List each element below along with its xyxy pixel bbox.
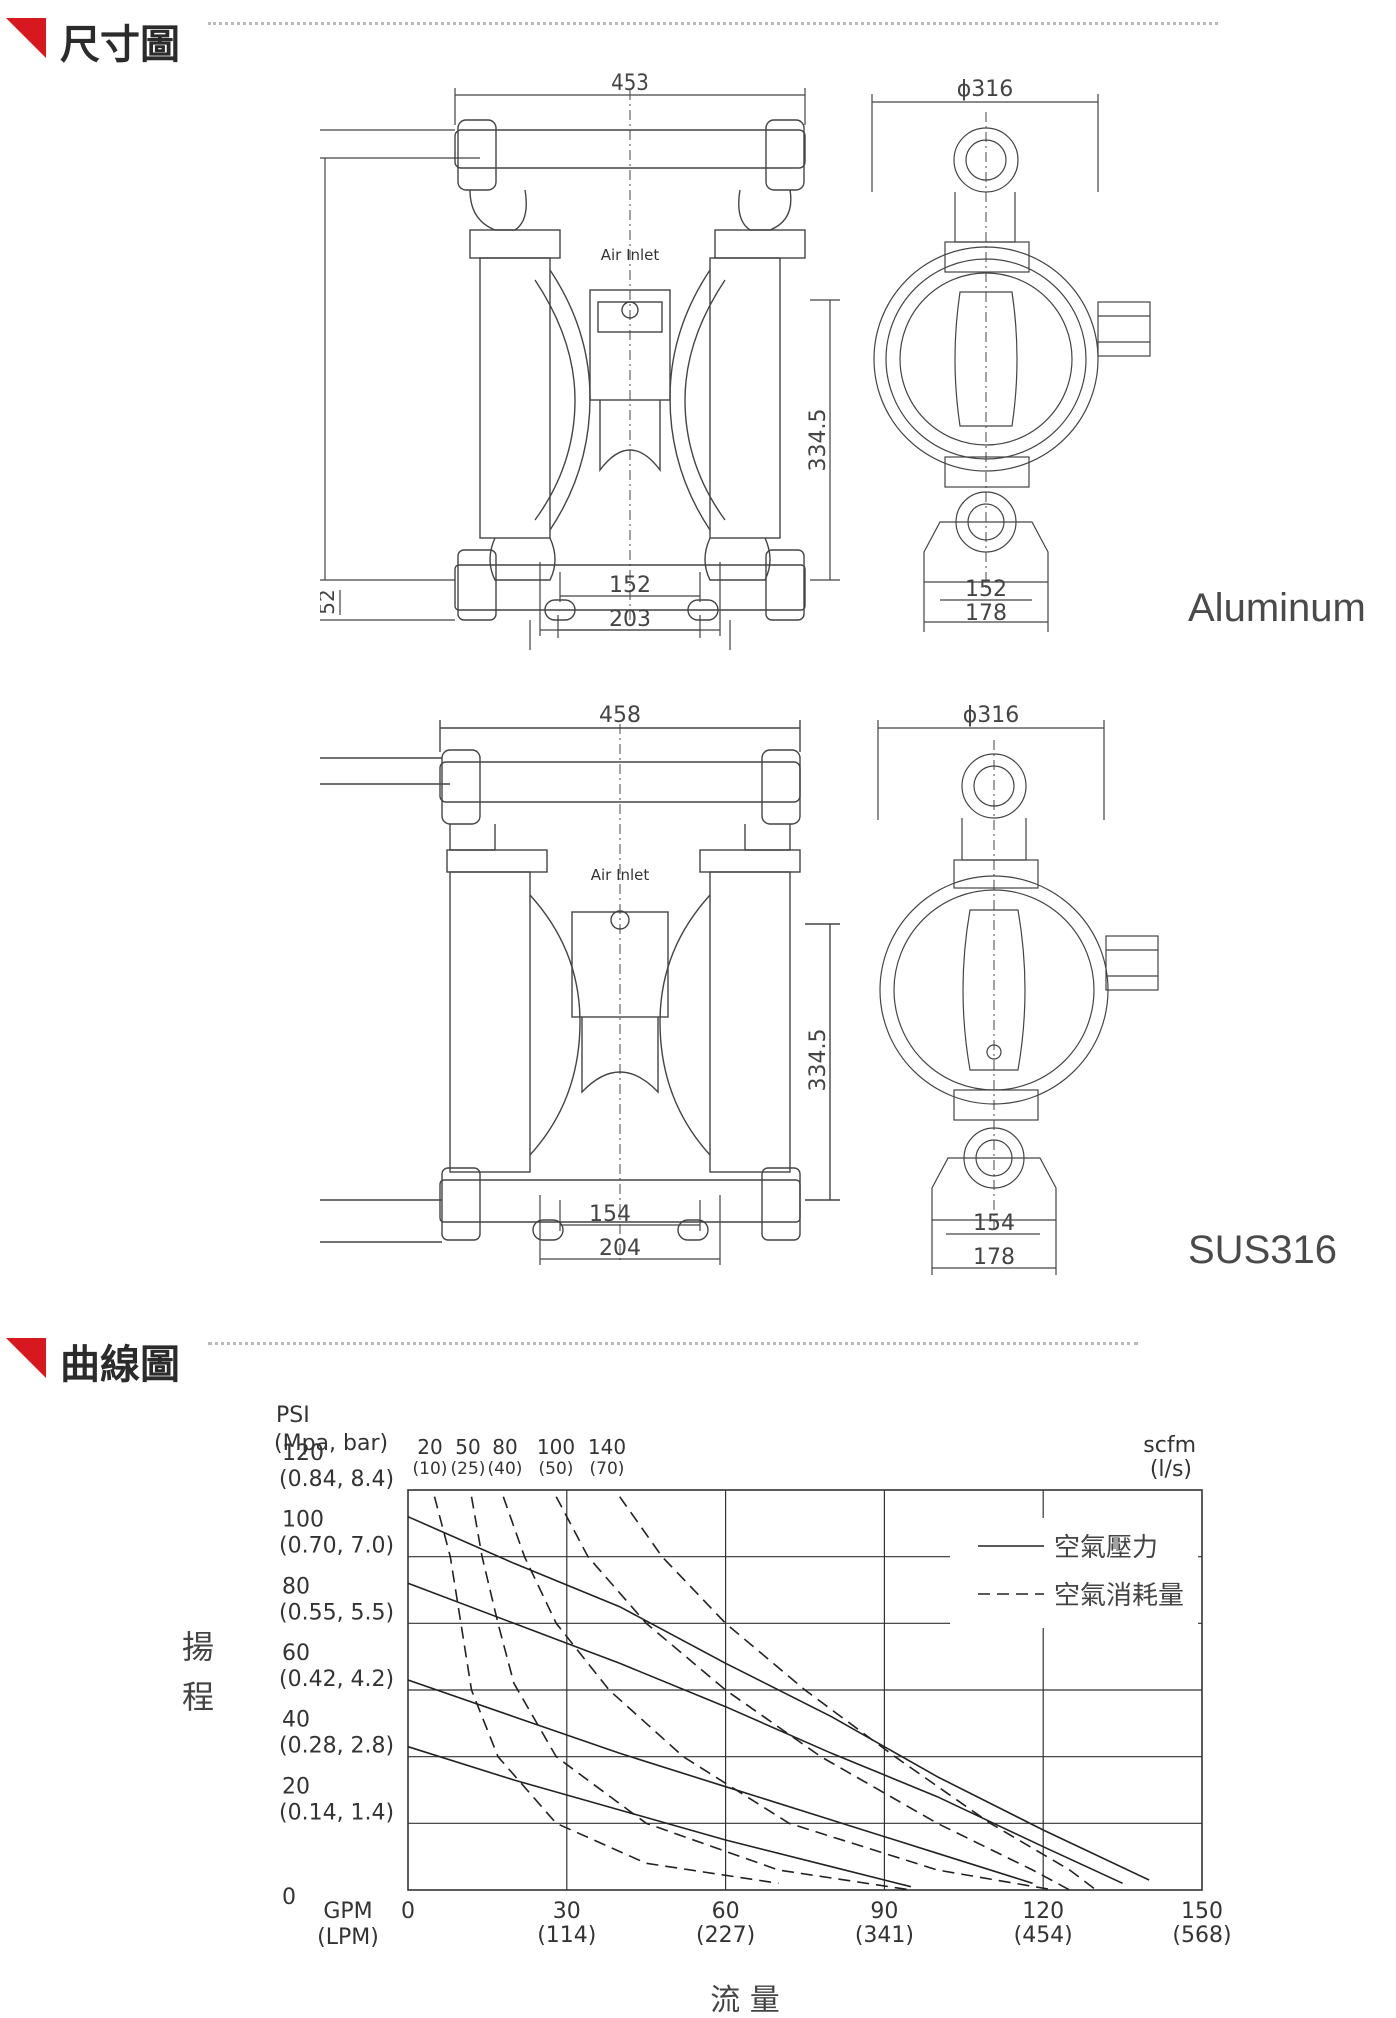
dim-center-height: 334.5 [806, 409, 831, 472]
y-tick-label: 120 [282, 1441, 324, 1466]
y-axis-label-1: 揚 [182, 1628, 214, 1666]
x-tick-label: 90 [870, 1899, 898, 1924]
dimensions-title: 尺寸圖 [60, 22, 180, 68]
aluminum-foot-dims: 152 203 [539, 562, 721, 636]
y-tick-sub: (0.14, 1.4) [279, 1800, 394, 1825]
dim-foot-inner: 154 [589, 1202, 631, 1227]
legend-item: 空氣消耗量 [1054, 1581, 1184, 1611]
chart-series [407, 1496, 1150, 1891]
dim-height-inner: 507 [320, 349, 324, 391]
dim-diameter: ϕ316 [957, 77, 1014, 102]
aluminum-front-view [454, 90, 806, 625]
dim-foot-outer: 203 [609, 607, 651, 632]
right-unit-sub: (l/s) [1150, 1457, 1192, 1482]
legend: 空氣壓力 空氣消耗量 [950, 1518, 1198, 1628]
dimensions-header: 尺寸圖 [0, 8, 1396, 68]
dim-foot-outer: 204 [599, 1236, 641, 1261]
air-consumption-line [555, 1496, 1071, 1891]
y-tick-label: 100 [282, 1508, 324, 1533]
dim-side-foot-outer: 178 [973, 1245, 1015, 1270]
y-tick-label: 20 [282, 1774, 310, 1799]
material-label-sus316: SUS316 [1188, 1228, 1337, 1272]
y-axis-label-2: 程 [182, 1678, 214, 1716]
y-tick-sub: (0.42, 4.2) [279, 1667, 394, 1692]
dim-width: 453 [611, 71, 649, 96]
dim-center-height: 334.5 [806, 1029, 831, 1092]
legend-item: 空氣壓力 [1054, 1533, 1158, 1563]
curve-title: 曲線圖 [60, 1342, 180, 1388]
air-consumption-line [502, 1496, 1054, 1891]
y-tick-sub: (0.55, 5.5) [279, 1600, 394, 1625]
x-tick-label: 120 [1022, 1899, 1064, 1924]
air-consumption-line [470, 1496, 912, 1891]
air-tick-sub: (40) [488, 1459, 523, 1479]
y-tick-label: 80 [282, 1574, 310, 1599]
sus316-front-view: 458 605 515 Air Inlet 334.5 49 [320, 703, 840, 1260]
dim-side-foot-inner: 154 [973, 1211, 1015, 1236]
y-tick-label: 40 [282, 1708, 310, 1733]
dim-diameter: ϕ316 [963, 703, 1020, 728]
x-tick-sub: (454) [1014, 1923, 1073, 1948]
aluminum-side-view: ϕ316 152 178 [871, 77, 1151, 632]
y-unit-sub: (Mpa, bar) [274, 1431, 388, 1456]
x-axis-label: 流 量 [710, 1983, 780, 2018]
pressure-line [407, 1582, 1123, 1885]
air-inlet-label: Air Inlet [591, 866, 650, 884]
air-tick-sub: (50) [539, 1459, 574, 1479]
right-unit-top: scfm [1143, 1433, 1196, 1458]
divider [208, 22, 1218, 25]
air-tick-label: 80 [492, 1435, 517, 1459]
x-tick-label: 60 [712, 1899, 740, 1924]
air-inlet-label: Air Inlet [601, 246, 660, 264]
x-tick-label: 0 [401, 1899, 415, 1924]
red-corner-icon [6, 1338, 46, 1378]
air-tick-label: 140 [588, 1435, 626, 1459]
pressure-line [407, 1679, 1033, 1885]
x-tick-label: 30 [553, 1899, 581, 1924]
sus316-foot-dims: 154 204 [539, 1195, 721, 1265]
y-tick-label: 60 [282, 1641, 310, 1666]
dim-width: 458 [599, 703, 641, 728]
y-tick-sub: (0.84, 8.4) [279, 1467, 394, 1492]
x-unit: GPM [323, 1899, 372, 1924]
air-tick-sub: (70) [590, 1459, 625, 1479]
y-unit-top: PSI [276, 1403, 310, 1428]
air-tick-label: 20 [417, 1435, 442, 1459]
air-tick-label: 50 [455, 1435, 480, 1459]
material-label-aluminum: Aluminum [1188, 586, 1366, 630]
x-unit-sub: (LPM) [317, 1925, 379, 1950]
red-corner-icon [6, 18, 46, 58]
aluminum-dimensions: 453 600 507 Air Inlet 334.5 52 [320, 71, 840, 650]
x-tick-label: 150 [1181, 1899, 1223, 1924]
air-consumption-line [433, 1496, 779, 1885]
sus316-side-view: ϕ316 154 178 [877, 703, 1159, 1275]
x-tick-sub: (568) [1172, 1923, 1231, 1948]
air-tick-label: 100 [537, 1435, 575, 1459]
x-tick-sub: (114) [537, 1923, 596, 1948]
y-tick-label: 0 [282, 1885, 296, 1910]
x-tick-sub: (227) [696, 1923, 755, 1948]
dim-side-foot-outer: 178 [965, 601, 1007, 626]
air-tick-sub: (25) [451, 1459, 486, 1479]
dim-foot-inner: 152 [609, 573, 651, 598]
pressure-line [407, 1745, 912, 1888]
air-tick-sub: (10) [413, 1459, 448, 1479]
y-tick-sub: (0.70, 7.0) [279, 1534, 394, 1559]
air-consumption-line [619, 1496, 1097, 1891]
dim-base-height: 52 [320, 589, 339, 614]
y-tick-sub: (0.28, 2.8) [279, 1734, 394, 1759]
x-tick-sub: (341) [855, 1923, 914, 1948]
divider [208, 1342, 1138, 1345]
dim-side-foot-inner: 152 [965, 577, 1007, 602]
curve-header: 曲線圖 [0, 1328, 1396, 1388]
